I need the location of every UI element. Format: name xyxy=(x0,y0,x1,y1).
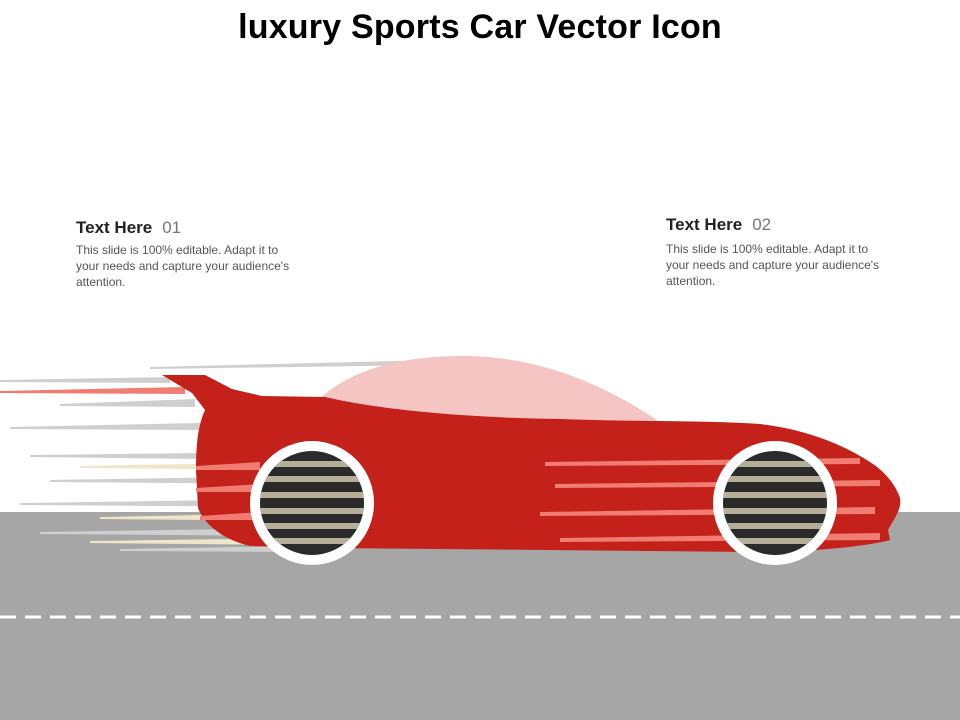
text-block-body: This slide is 100% editable. Adapt it to… xyxy=(666,242,880,288)
text-block-heading: Text Here 02 xyxy=(666,215,881,235)
text-block-label: Text Here xyxy=(666,215,743,234)
wheel-stripe xyxy=(260,523,364,529)
wheel-stripe xyxy=(723,461,827,467)
text-block-number: 02 xyxy=(752,215,772,234)
wheel-stripe xyxy=(723,492,827,498)
wheel-stripe xyxy=(260,538,364,544)
text-block-heading: Text Here 01 xyxy=(76,218,291,238)
text-block-01: Text Here 01 This slide is 100% editable.… xyxy=(76,218,291,290)
car-canopy xyxy=(318,356,660,422)
speed-line xyxy=(60,399,195,407)
wheel-stripe xyxy=(723,523,827,529)
slide-title: luxury Sports Car Vector Icon xyxy=(238,8,722,46)
wheel-stripe xyxy=(723,538,827,544)
text-block-body: This slide is 100% editable. Adapt it to… xyxy=(76,243,290,289)
rear-wheel xyxy=(250,441,374,565)
speed-line xyxy=(120,546,300,552)
speed-line xyxy=(196,462,260,470)
wheel-stripe xyxy=(260,461,364,467)
text-block-02: Text Here 02 This slide is 100% editable.… xyxy=(666,215,881,289)
speed-line xyxy=(0,387,185,394)
wheel-stripe xyxy=(723,508,827,514)
wheel-stripes xyxy=(723,461,827,544)
wheel-stripe xyxy=(723,476,827,482)
wheel-stripes xyxy=(260,461,364,544)
speed-line xyxy=(10,423,200,430)
text-block-number: 01 xyxy=(162,218,182,237)
speed-line xyxy=(150,360,440,369)
wheel-stripe xyxy=(260,508,364,514)
speed-line xyxy=(0,377,170,383)
wheel-stripe xyxy=(260,492,364,498)
speed-line xyxy=(196,484,260,492)
speed-line xyxy=(200,512,260,520)
wheel-stripe xyxy=(260,476,364,482)
text-block-label: Text Here xyxy=(76,218,153,237)
front-wheel xyxy=(713,441,837,565)
